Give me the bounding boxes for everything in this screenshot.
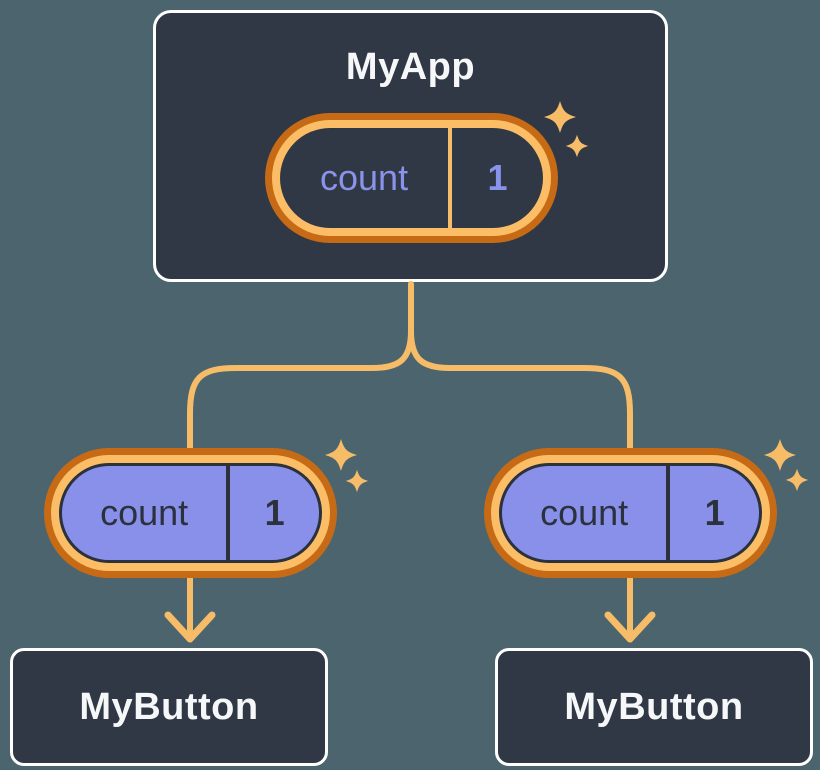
component-title-mybutton-right: MyButton — [564, 686, 744, 728]
prop-value: 1 — [704, 492, 725, 533]
state-pill-ring: count 1 — [272, 120, 551, 236]
state-pill-myapp: count 1 — [265, 113, 558, 243]
sparkle-icon-group-right — [764, 439, 809, 492]
prop-pill-ring: count 1 — [491, 455, 770, 571]
component-card-mybutton-right: MyButton — [495, 648, 813, 766]
prop-pill-left: count 1 — [44, 448, 337, 578]
arrow-down-icon-right — [604, 611, 656, 643]
component-card-mybutton-left: MyButton — [10, 648, 328, 766]
prop-name: count — [540, 492, 629, 533]
state-name: count — [320, 157, 409, 198]
sparkle-icon — [785, 468, 809, 492]
prop-pill-right: count 1 — [484, 448, 777, 578]
component-title-mybutton-left: MyButton — [79, 686, 259, 728]
arrow-down-icon-left — [164, 611, 216, 643]
component-title-myapp: MyApp — [345, 46, 476, 88]
sparkle-icon — [325, 439, 357, 471]
prop-name: count — [100, 492, 189, 533]
prop-pill-ring: count 1 — [51, 455, 330, 571]
sparkle-icon-group-left — [325, 439, 369, 493]
sparkle-icon — [764, 439, 796, 471]
sparkle-icon — [345, 469, 369, 493]
state-pill-body: count 1 — [280, 128, 543, 228]
pill-divider — [666, 466, 671, 560]
state-value: 1 — [487, 157, 508, 198]
prop-pill-body: count 1 — [59, 463, 322, 563]
prop-pill-body: count 1 — [499, 463, 762, 563]
pill-divider — [448, 128, 453, 228]
prop-value: 1 — [264, 492, 285, 533]
